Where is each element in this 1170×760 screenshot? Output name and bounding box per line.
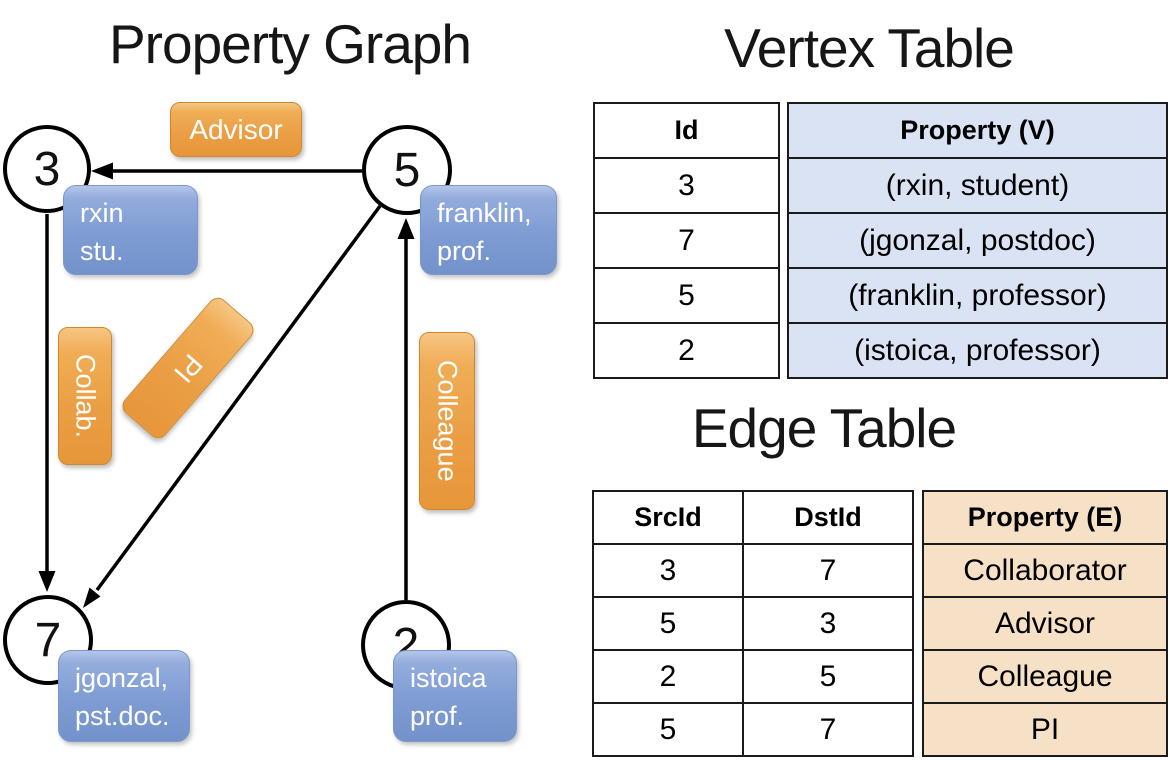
arrowhead-into-node-3	[91, 162, 113, 180]
edge-table-title: Edge Table	[691, 397, 957, 459]
property-box-node-2: istoica prof.	[393, 650, 517, 742]
edge-dstid-cell: 7	[742, 543, 914, 598]
property-box-node-7: jgonzal, pst.doc.	[58, 650, 190, 742]
arrowhead-into-node-7-top	[38, 571, 56, 592]
edge-srcid-cell: 2	[592, 649, 744, 704]
vertex-id-header: Id	[593, 102, 780, 159]
edge-srcid-cell: 5	[592, 596, 744, 651]
edge-dstid-cell: 5	[742, 649, 914, 704]
edge-property-cell: Advisor	[922, 596, 1168, 651]
vertex-table-title: Vertex Table	[724, 17, 1015, 79]
vertex-property-header: Property (V)	[787, 102, 1168, 159]
edge-srcid-header: SrcId	[592, 490, 744, 545]
edge-property-cell: Colleague	[922, 649, 1168, 704]
vertex-property-cell: (franklin, professor)	[787, 267, 1168, 324]
property-graph-title: Property Graph	[108, 13, 472, 75]
edge-property-cell: Collaborator	[922, 543, 1168, 598]
property-box-line: prof.	[437, 236, 492, 266]
edge-srcid-cell: 3	[592, 543, 744, 598]
property-box-line: istoica	[410, 663, 487, 693]
property-box-line: franklin,	[437, 198, 532, 228]
property-box-line: pst.doc.	[75, 701, 170, 731]
vertex-table-property-column: Property (V) (rxin, student) (jgonzal, p…	[787, 102, 1168, 379]
edge-label-colleague: Colleague	[419, 332, 475, 510]
vertex-id-cell: 7	[593, 212, 780, 269]
property-box-line: rxin	[80, 198, 124, 228]
arrowhead-into-node-7-diag	[83, 587, 101, 608]
arrowhead-into-node-5	[397, 218, 415, 239]
edge-dstid-cell: 7	[742, 702, 914, 757]
vertex-id-cell: 3	[593, 157, 780, 214]
vertex-property-cell: (rxin, student)	[787, 157, 1168, 214]
vertex-id-cell: 2	[593, 322, 780, 379]
vertex-table-id-column: Id 3 7 5 2	[593, 102, 780, 379]
property-box-node-5: franklin, prof.	[420, 185, 557, 275]
edge-dstid-cell: 3	[742, 596, 914, 651]
edge-label-collab: Collab.	[58, 327, 112, 465]
edge-dstid-header: DstId	[742, 490, 914, 545]
edge-line-5-7	[95, 204, 382, 592]
property-box-line: jgonzal,	[75, 663, 169, 693]
vertex-property-cell: (jgonzal, postdoc)	[787, 212, 1168, 269]
vertex-id-cell: 5	[593, 267, 780, 324]
edge-label-advisor: Advisor	[170, 102, 302, 157]
edge-property-header: Property (E)	[922, 490, 1168, 545]
edge-srcid-cell: 5	[592, 702, 744, 757]
graph-node-7: 7	[3, 595, 93, 685]
edge-table-id-columns: SrcId DstId 3 7 5 3 2 5 5 7	[592, 490, 914, 757]
property-box-line: prof.	[410, 701, 465, 731]
edge-table-property-column: Property (E) Collaborator Advisor Collea…	[922, 490, 1168, 757]
vertex-property-cell: (istoica, professor)	[787, 322, 1168, 379]
property-box-line: stu.	[80, 236, 124, 266]
edge-property-cell: PI	[922, 702, 1168, 757]
property-box-node-3: rxin stu.	[63, 185, 198, 275]
